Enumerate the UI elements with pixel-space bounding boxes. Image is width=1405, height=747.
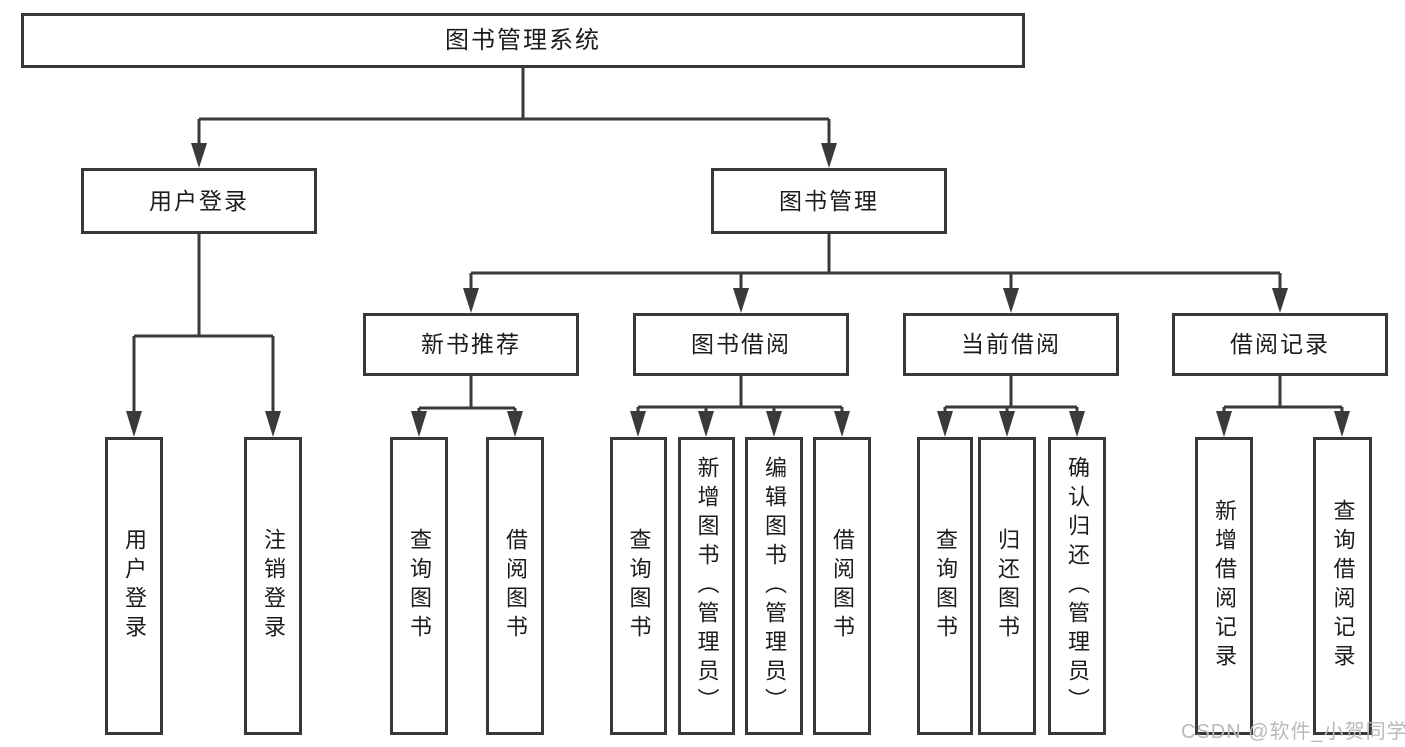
node-label: 当前借阅 <box>961 331 1061 357</box>
node-label: 图书管理系统 <box>445 26 601 54</box>
leaf-borrow-borrow-books: 借阅图书 <box>813 437 871 735</box>
leaf-label: 注销登录 <box>261 528 286 644</box>
node-label: 新书推荐 <box>421 331 521 357</box>
leaf-label: 新增图书（管理员） <box>694 455 720 717</box>
leaf-recommend-borrow-books: 借阅图书 <box>486 437 544 735</box>
leaf-label: 查询图书 <box>407 528 432 644</box>
leaf-records-add-record: 新增借阅记录 <box>1195 437 1253 735</box>
node-label: 图书管理 <box>779 187 879 214</box>
leaf-current-confirm-return-admin: 确认归还（管理员） <box>1048 437 1106 735</box>
leaf-label: 查询借阅记录 <box>1330 499 1356 673</box>
node-label: 借阅记录 <box>1230 331 1330 357</box>
node-current-borrowing: 当前借阅 <box>903 313 1119 376</box>
leaf-label: 归还图书 <box>995 528 1020 644</box>
leaf-label: 查询图书 <box>933 528 958 644</box>
arrowheads <box>126 143 1350 437</box>
node-book-management: 图书管理 <box>711 168 947 234</box>
node-book-borrowing: 图书借阅 <box>633 313 849 376</box>
leaf-current-return-books: 归还图书 <box>978 437 1036 735</box>
leaf-label: 确认归还（管理员） <box>1065 455 1090 717</box>
leaf-current-query-books: 查询图书 <box>917 437 973 735</box>
leaf-label: 查询图书 <box>626 528 652 644</box>
leaf-records-query-record: 查询借阅记录 <box>1313 437 1372 735</box>
tree-edges <box>132 68 1344 414</box>
leaf-label: 用户登录 <box>122 528 147 644</box>
node-user-login: 用户登录 <box>81 168 317 234</box>
node-label: 用户登录 <box>149 187 249 214</box>
leaf-logout: 注销登录 <box>244 437 302 735</box>
leaf-label: 新增借阅记录 <box>1212 499 1237 673</box>
leaf-label: 借阅图书 <box>503 528 528 644</box>
leaf-user-login: 用户登录 <box>105 437 163 735</box>
leaf-borrow-add-books-admin: 新增图书（管理员） <box>678 437 735 735</box>
leaf-label: 借阅图书 <box>830 528 855 644</box>
node-borrowing-records: 借阅记录 <box>1172 313 1388 376</box>
leaf-recommend-query-books: 查询图书 <box>390 437 448 735</box>
leaf-borrow-edit-books-admin: 编辑图书（管理员） <box>745 437 803 735</box>
node-label: 图书借阅 <box>691 331 791 357</box>
node-library-management-system: 图书管理系统 <box>21 13 1025 68</box>
node-new-book-recommendation: 新书推荐 <box>363 313 579 376</box>
leaf-borrow-query-books: 查询图书 <box>610 437 667 735</box>
leaf-label: 编辑图书（管理员） <box>762 455 787 717</box>
